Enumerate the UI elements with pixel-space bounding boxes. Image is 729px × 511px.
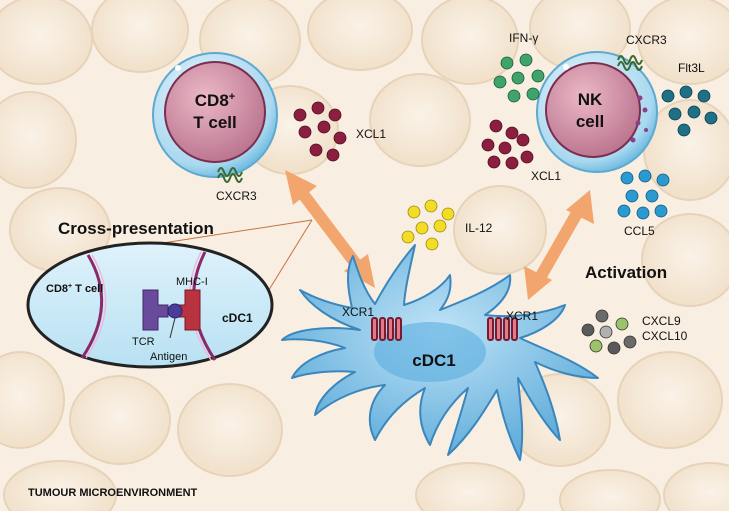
antigen-icon [167, 303, 183, 319]
ccl5-label: CCL5 [624, 224, 655, 238]
nk-cell: NK cell [536, 51, 658, 173]
nk-label-line1: NK [578, 90, 603, 109]
xcl1-left-label: XCL1 [356, 127, 386, 141]
xcr1-left-receptor-icon [371, 317, 402, 341]
il12-cluster [401, 199, 455, 251]
cxcr3-right-label: CXCR3 [626, 33, 667, 47]
arrow-nk-cdc1 [524, 190, 594, 300]
tcr-receptor-icon [142, 289, 169, 331]
flt3l-label: Flt3L [678, 61, 705, 75]
cxcr3-left-label: CXCR3 [216, 189, 257, 203]
inset-antigen-label: Antigen [150, 351, 187, 363]
cd8-t-cell: CD8+ T cell [152, 52, 278, 183]
cxcl9-label: CXCL9 [642, 314, 681, 328]
mhc-receptor-icon [177, 289, 201, 331]
cxcl10-label: CXCL10 [642, 329, 688, 343]
xcr1-left-label: XCR1 [342, 305, 374, 319]
cd8-label-line1: CD8+ [195, 91, 235, 110]
xcl1-right-cluster [481, 119, 534, 170]
cd8-cxcr3-receptor-icon [217, 167, 243, 183]
ccl5-cluster [617, 169, 670, 220]
nk-granules [630, 95, 648, 143]
cxcl9-cxcl10-cluster [581, 309, 637, 355]
xcr1-right-receptor-icon [487, 317, 518, 341]
cross-presentation-title: Cross-presentation [58, 219, 214, 238]
cdc1-label: cDC1 [412, 351, 455, 370]
il12-label: IL-12 [465, 221, 493, 235]
inset-cd8-label: CD8+ T cell [46, 283, 103, 295]
tumour-microenvironment-label: TUMOUR MICROENVIRONMENT [28, 487, 198, 499]
nk-cxcr3-receptor-icon [617, 55, 643, 71]
xcr1-right-label: XCR1 [506, 309, 538, 323]
nk-label-line2: cell [576, 112, 604, 131]
flt3l-cluster [661, 85, 718, 137]
inset-cdc1-label: cDC1 [222, 311, 253, 325]
ifn-gamma-cluster [493, 53, 545, 103]
cd8-label-line2: T cell [193, 113, 236, 132]
inset-tcr-label: TCR [132, 336, 155, 348]
cdc1-dendritic-cell: cDC1 [281, 244, 599, 461]
inset-mhc-label: MHC-I [176, 276, 208, 288]
xcl1-left-cluster [293, 101, 347, 162]
activation-title: Activation [585, 263, 667, 282]
xcl1-right-label: XCL1 [531, 169, 561, 183]
cross-presentation-inset: CD8+ T cell MHC-I TCR Antigen cDC1 [26, 241, 274, 369]
ifn-gamma-label: IFN-γ [509, 31, 538, 45]
